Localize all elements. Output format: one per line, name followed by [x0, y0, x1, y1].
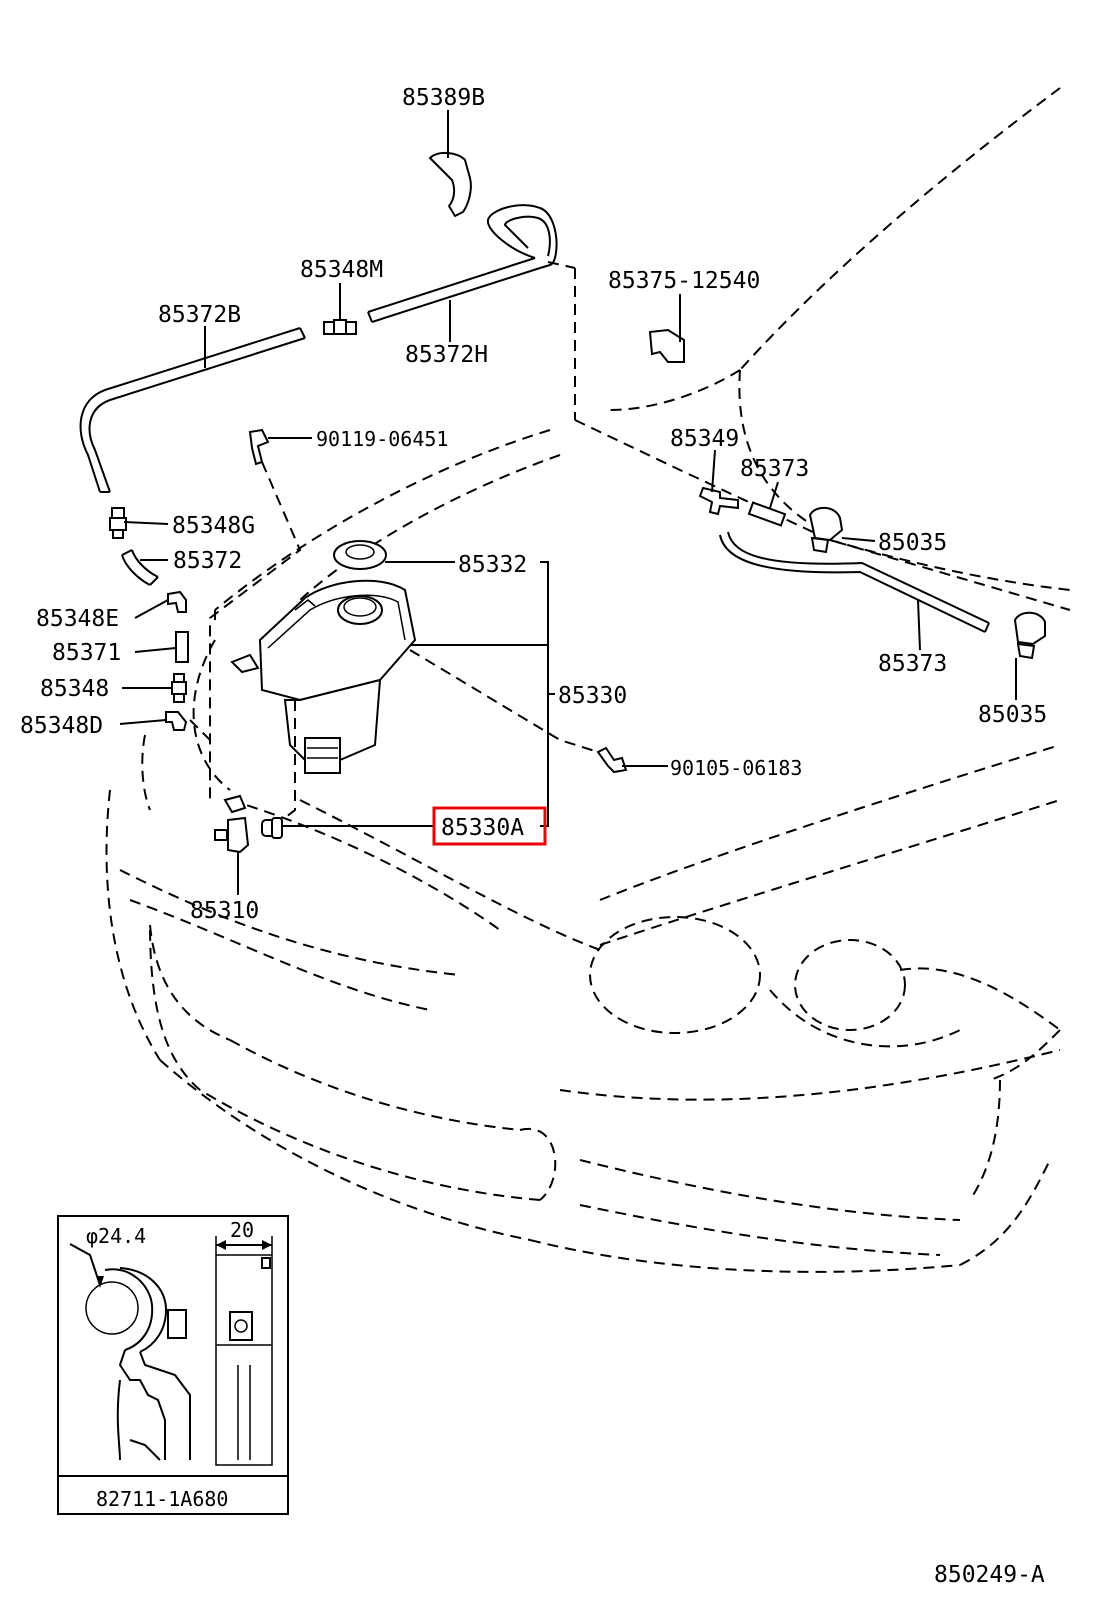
label-85389B: 85389B [402, 85, 485, 111]
washer-hoses [79, 152, 990, 731]
label-85348E: 85348E [36, 606, 119, 632]
label-85330: 85330 [558, 683, 627, 709]
label-85349: 85349 [670, 426, 739, 452]
guide-lines [189, 261, 599, 821]
diagram-id: 850249-A [934, 1562, 1045, 1588]
washer-reservoir [230, 540, 417, 774]
label-85373-upper: 85373 [740, 456, 809, 482]
label-85348D: 85348D [20, 713, 103, 739]
label-85372H: 85372H [405, 342, 488, 368]
inset-detail: φ24.4 20 82711-1A680 [57, 1215, 289, 1515]
label-85035-lower: 85035 [978, 702, 1047, 728]
inset-diameter-label: φ24.4 [86, 1224, 146, 1248]
label-85371: 85371 [52, 640, 121, 666]
highlight-box [432, 806, 547, 846]
label-90105-06183: 90105-06183 [670, 756, 802, 780]
part-labels: 85389B 85348M 85372B 85372H 85375-12540 … [20, 85, 1047, 924]
inset-width-label: 20 [230, 1218, 254, 1242]
leader-lines [119, 110, 1017, 895]
label-85348G: 85348G [172, 513, 255, 539]
label-85035-upper: 85035 [878, 530, 947, 556]
label-85373-lower: 85373 [878, 651, 947, 677]
label-85332: 85332 [458, 552, 527, 578]
label-85310: 85310 [190, 898, 259, 924]
car-body-outline [105, 87, 1071, 1273]
label-85372B: 85372B [158, 302, 241, 328]
label-85372: 85372 [173, 548, 242, 574]
label-85330A: 85330A [441, 815, 524, 841]
label-85348M: 85348M [300, 257, 383, 283]
label-85348: 85348 [40, 676, 109, 702]
label-90119-06451: 90119-06451 [316, 427, 448, 451]
label-85375-12540: 85375-12540 [608, 268, 760, 294]
inset-part-number: 82711-1A680 [96, 1487, 228, 1511]
small-parts [214, 328, 1046, 854]
